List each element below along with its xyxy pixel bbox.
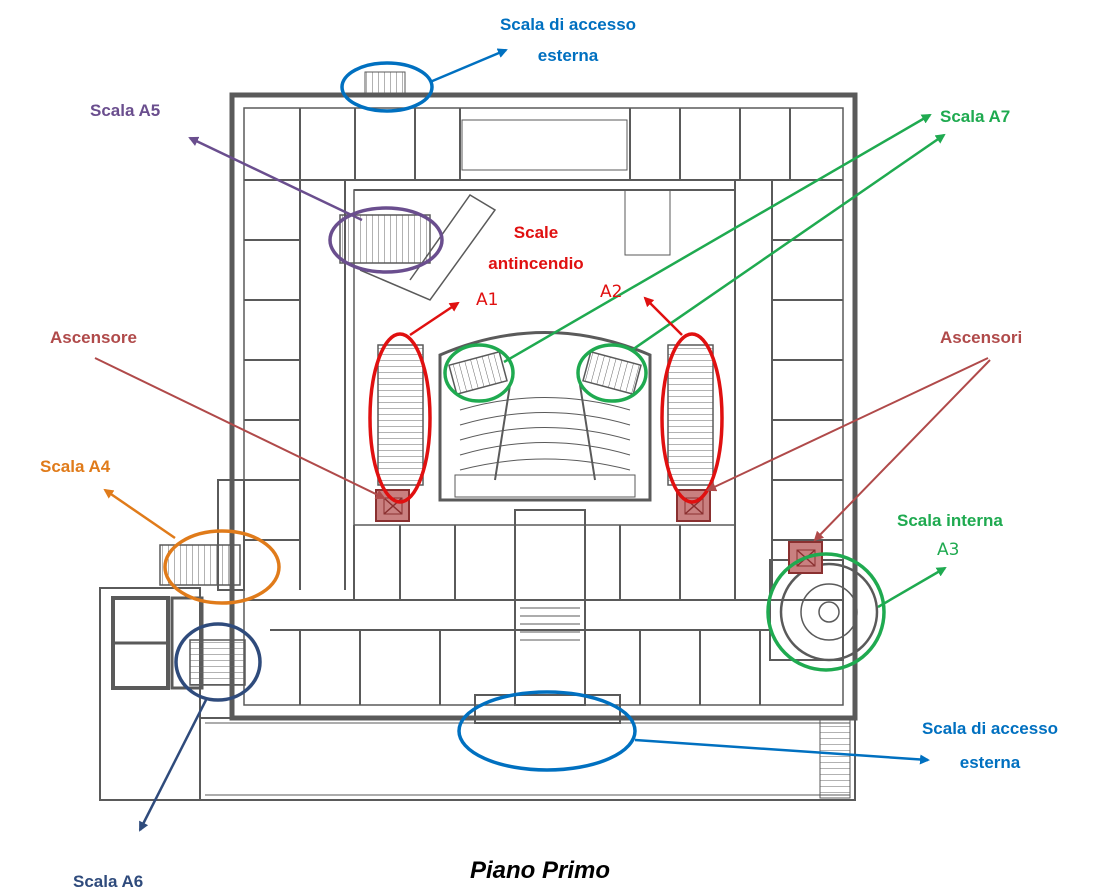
- arrow-a2: [643, 296, 683, 336]
- auditorium-outline: [438, 331, 652, 502]
- label-scale-antincendio-line1: Scale: [514, 223, 558, 242]
- arrow-a7-2: [631, 133, 946, 352]
- top-hall: [461, 119, 628, 171]
- auditorium-seats-5: [459, 458, 631, 471]
- label-ascensore: Ascensore: [50, 328, 137, 347]
- spiral-stair-core: [818, 601, 840, 623]
- label-scala-a5: Scala A5: [90, 101, 160, 120]
- label-access-bottom-line2: esterna: [960, 753, 1021, 772]
- plan-mark-a2: A2: [600, 282, 622, 302]
- lower-rooms: [299, 630, 761, 705]
- highlight-a7-right: [576, 343, 648, 403]
- auditorium-seats-4: [459, 442, 631, 456]
- arrow-ascensore: [94, 357, 386, 500]
- arrow-a1: [409, 301, 460, 337]
- central-stairs: [520, 599, 580, 641]
- highlight-a6: [174, 622, 262, 702]
- arrow-a5: [188, 136, 363, 222]
- top-rooms: [299, 108, 791, 180]
- plan-mark-a1: A1: [476, 290, 498, 310]
- auditorium-seats-2: [459, 412, 631, 426]
- elevators: [375, 489, 823, 574]
- label-scale-antincendio-line2: antincendio: [488, 254, 583, 273]
- plan-mark-a3: A3: [937, 540, 959, 560]
- inner-outer-wall: [243, 107, 844, 706]
- arrow-a7-1: [503, 113, 932, 364]
- ramp-a5: [359, 193, 497, 301]
- left-rooms: [244, 239, 300, 541]
- auditorium-seats-3: [459, 427, 631, 441]
- label-scala-interna: Scala interna: [897, 511, 1003, 530]
- auditorium-seats-1: [459, 397, 631, 411]
- arrow-ascensori-1: [706, 357, 989, 492]
- highlight-a7-left: [443, 343, 515, 403]
- right-rooms: [772, 239, 843, 541]
- label-scala-a4: Scala A4: [40, 457, 111, 476]
- auditorium-stage: [454, 474, 636, 498]
- arrow-access-top: [429, 48, 508, 84]
- lower-mid-rooms: [353, 525, 736, 600]
- exterior-stair-top: [364, 71, 406, 95]
- highlight-internal-stair: [766, 552, 886, 672]
- stair-a5-plan: [339, 214, 431, 264]
- stair-a6-plan: [189, 639, 246, 686]
- arrow-internal-stair: [877, 566, 947, 609]
- highlight-a4: [163, 529, 281, 605]
- elevator-icon: [375, 489, 410, 522]
- stair-a7-left-plan: [448, 350, 508, 396]
- stair-a7-right-plan: [582, 350, 642, 396]
- terrace-inner: [205, 722, 851, 796]
- highlight-a2: [660, 332, 724, 504]
- fire-stair-a1-plan: [377, 344, 424, 486]
- central-hall: [514, 509, 586, 706]
- stair-a4-plan: [159, 544, 241, 586]
- label-scala-a6: Scala A6: [73, 872, 143, 891]
- label-access-top-line1: Scala di accesso: [500, 15, 636, 34]
- outer-wall: [229, 92, 858, 721]
- arrow-a4: [103, 488, 176, 540]
- auditorium-aisles: [494, 384, 596, 481]
- label-access-bottom-line1: Scala di accesso: [922, 719, 1058, 738]
- terrace: [199, 717, 856, 801]
- spiral-stair-inner: [800, 583, 858, 641]
- building-plan: [99, 71, 879, 801]
- arrow-ascensori-2: [813, 359, 991, 542]
- highlight-a5: [328, 206, 444, 274]
- highlight-a1: [368, 332, 432, 504]
- arrow-access-bottom: [634, 738, 930, 765]
- arrow-a6: [138, 697, 209, 832]
- courtyard-box: [624, 189, 671, 256]
- label-access-top-line2: esterna: [538, 46, 599, 65]
- fire-stair-a2-plan: [667, 344, 714, 486]
- diagram-title: Piano Primo: [470, 857, 610, 884]
- terrace-stairs: [819, 719, 851, 799]
- label-ascensori: Ascensori: [940, 328, 1022, 347]
- spiral-stair: [779, 562, 879, 662]
- label-scala-a7: Scala A7: [940, 107, 1010, 126]
- highlight-access-bottom: [457, 690, 637, 772]
- highlight-access-top: [340, 61, 434, 113]
- left-annex: [99, 587, 201, 801]
